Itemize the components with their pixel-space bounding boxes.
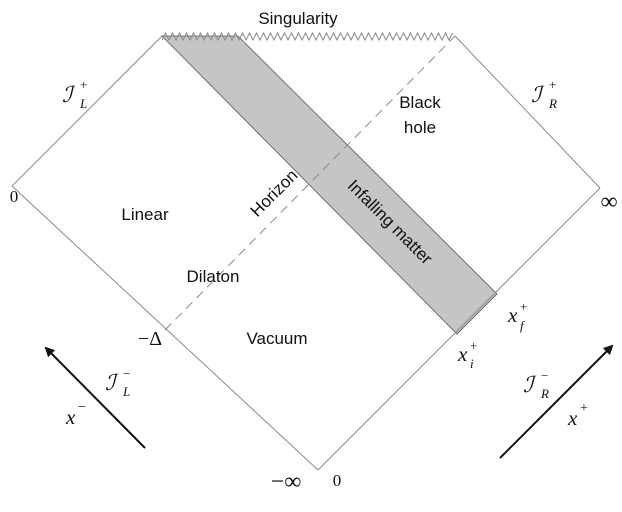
dilaton-label: Dilaton [187,267,240,286]
black-hole-label-line2: hole [404,118,436,137]
svg-text:+: + [520,299,527,314]
svg-text:L: L [79,96,87,111]
x-plus-arrow [499,344,614,459]
scri-minus-left-line [11,185,319,471]
horizon-line [164,35,456,331]
svg-text:ℐ: ℐ [62,83,76,108]
svg-text:ℐ: ℐ [531,83,545,108]
scri-plus-right-line [454,35,601,189]
svg-text:+: + [549,77,556,92]
scri-plus-right-label: ℐ + R [531,77,557,111]
infinity-right-label: ∞ [600,189,617,215]
diagram-boundary [11,35,601,471]
minus-infinity-label: −∞ [271,469,302,495]
svg-text:−: − [541,368,548,383]
svg-text:R: R [540,386,549,401]
svg-text:R: R [548,96,557,111]
x-plus-label: x + [567,401,588,430]
svg-text:L: L [122,384,130,399]
zero-left-label: 0 [10,187,19,206]
svg-text:+: + [580,401,588,416]
svg-text:i: i [470,356,474,371]
svg-text:f: f [520,318,526,333]
scri-plus-left-line [11,35,163,187]
svg-text:ℐ: ℐ [523,373,537,398]
singularity-label: Singularity [258,9,338,28]
scri-minus-left-label: ℐ − L [105,366,130,399]
svg-text:+: + [80,77,87,92]
svg-text:x: x [567,406,578,430]
x-f-plus-label: x + f [507,299,527,333]
infalling-matter-region [161,35,498,335]
svg-text:x: x [457,342,468,366]
scri-minus-right-line [317,187,601,471]
minus-delta-label: −Δ [138,328,162,350]
x-minus-arrow [44,346,146,449]
singularity-zigzag [161,31,453,42]
svg-text:+: + [470,338,477,353]
svg-text:ℐ: ℐ [105,371,119,396]
zero-bottom-label: 0 [333,471,342,490]
svg-text:−: − [123,366,130,381]
vacuum-label: Vacuum [246,329,307,348]
svg-text:x: x [507,303,518,327]
x-minus-label: x − [65,400,86,429]
svg-text:x: x [65,405,76,429]
black-hole-label-line1: Black [399,93,441,112]
linear-label: Linear [121,205,169,224]
x-i-plus-label: x + i [457,338,477,371]
scri-plus-left-label: ℐ + L [62,77,87,111]
horizon-label: Horizon [247,166,302,221]
scri-minus-right-label: ℐ − R [523,368,549,401]
svg-text:−: − [78,400,86,415]
